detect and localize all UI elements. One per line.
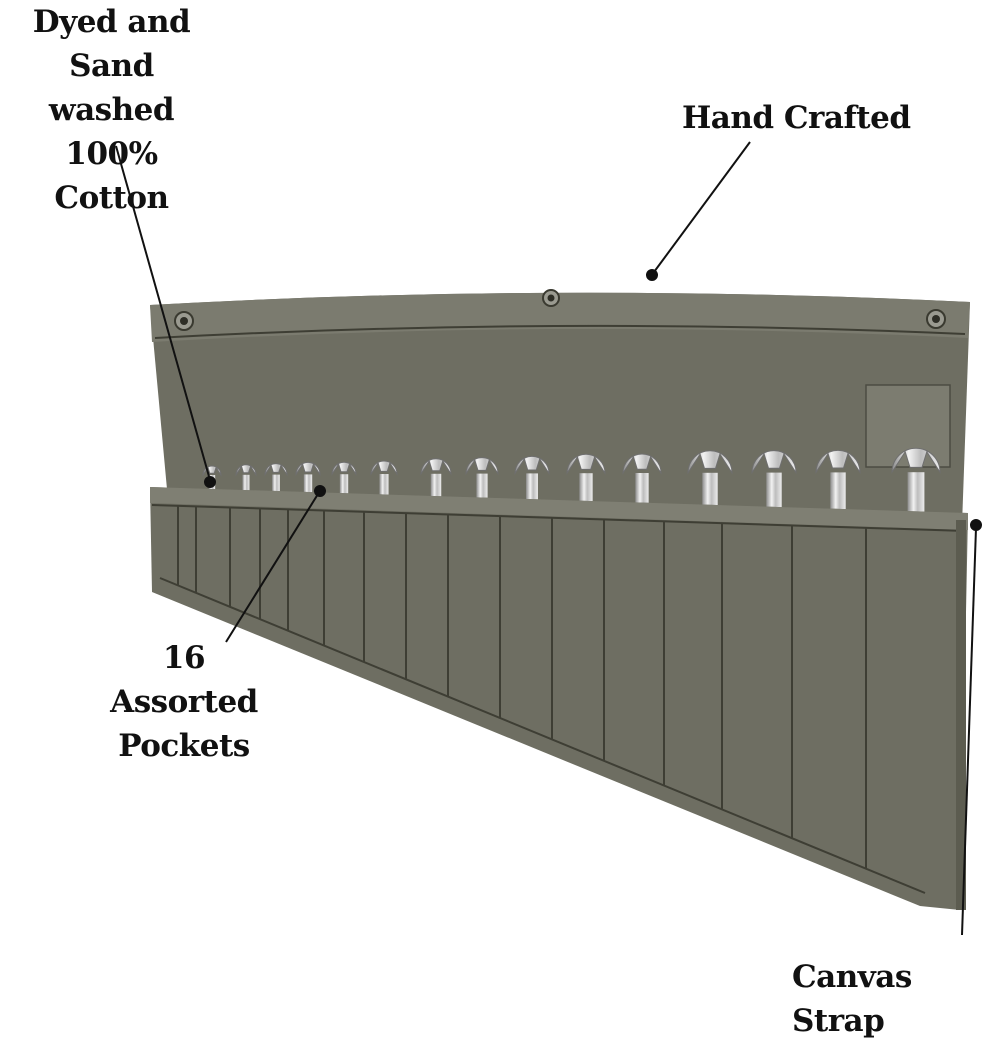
wrench-shaft bbox=[476, 473, 488, 514]
wrench-shaft bbox=[379, 474, 389, 514]
leader-pockets bbox=[225, 493, 319, 643]
callout-cotton: Dyed and Sand washed 100% Cotton bbox=[4, 0, 219, 220]
leader-pockets-dot-icon bbox=[314, 485, 326, 497]
wrench-head-icon bbox=[420, 458, 452, 476]
grommet-right-icon bbox=[926, 309, 946, 329]
wrench-shaft bbox=[526, 473, 538, 514]
wrench-shaft bbox=[430, 473, 442, 514]
pocket-seams bbox=[177, 505, 867, 869]
leader-hand-crafted-dot-icon bbox=[646, 269, 658, 281]
wrench-head-icon bbox=[566, 453, 606, 475]
leader-cotton-dot-icon bbox=[204, 476, 216, 488]
callout-pockets-count: 16 bbox=[162, 640, 206, 676]
leader-canvas-strap bbox=[961, 527, 977, 936]
leader-cotton bbox=[115, 145, 211, 481]
wrench-head-icon bbox=[465, 457, 499, 476]
wrench-head-icon bbox=[514, 455, 550, 476]
wrench-head-icon bbox=[751, 450, 797, 475]
leader-canvas-strap-dot-icon bbox=[970, 519, 982, 531]
grommet-center-icon bbox=[542, 289, 560, 307]
pocket-hem bbox=[150, 487, 968, 530]
wrench-head-icon bbox=[687, 450, 733, 475]
wrench-shaft bbox=[766, 472, 782, 513]
leader-hand-crafted bbox=[653, 141, 751, 273]
wrench-shaft bbox=[907, 472, 925, 513]
wrench-head-icon bbox=[295, 461, 321, 477]
roll-back-panel bbox=[150, 292, 970, 525]
callout-cotton-line-3: 100% Cotton bbox=[54, 136, 169, 216]
callout-cotton-line-2: Sand washed bbox=[48, 48, 175, 128]
callout-cotton-line-1: Dyed and bbox=[32, 4, 191, 40]
wrench-head-icon bbox=[815, 449, 861, 475]
callout-hand-crafted: Hand Crafted bbox=[682, 100, 911, 136]
canvas-strap bbox=[956, 520, 966, 910]
wrench-shaft bbox=[702, 472, 718, 513]
leader-lines bbox=[115, 141, 982, 936]
wrench-head-icon bbox=[370, 460, 398, 476]
callout-pockets: 16 Assorted Pockets bbox=[44, 636, 324, 768]
wrench-shaft bbox=[830, 472, 846, 513]
wrench-head-icon bbox=[264, 463, 288, 477]
callout-pockets-label: Assorted Pockets bbox=[110, 684, 258, 764]
wrench-head-icon bbox=[331, 461, 357, 476]
wrench-head-icon bbox=[235, 464, 257, 477]
wrench-head-icon bbox=[622, 453, 662, 475]
pocket-panel bbox=[150, 487, 968, 910]
hem-stitch bbox=[154, 324, 966, 339]
product-illustration bbox=[115, 141, 982, 936]
grommet-left-icon bbox=[174, 311, 194, 331]
wrench-head-icon bbox=[202, 465, 222, 477]
wrench-head-icon bbox=[891, 447, 941, 474]
